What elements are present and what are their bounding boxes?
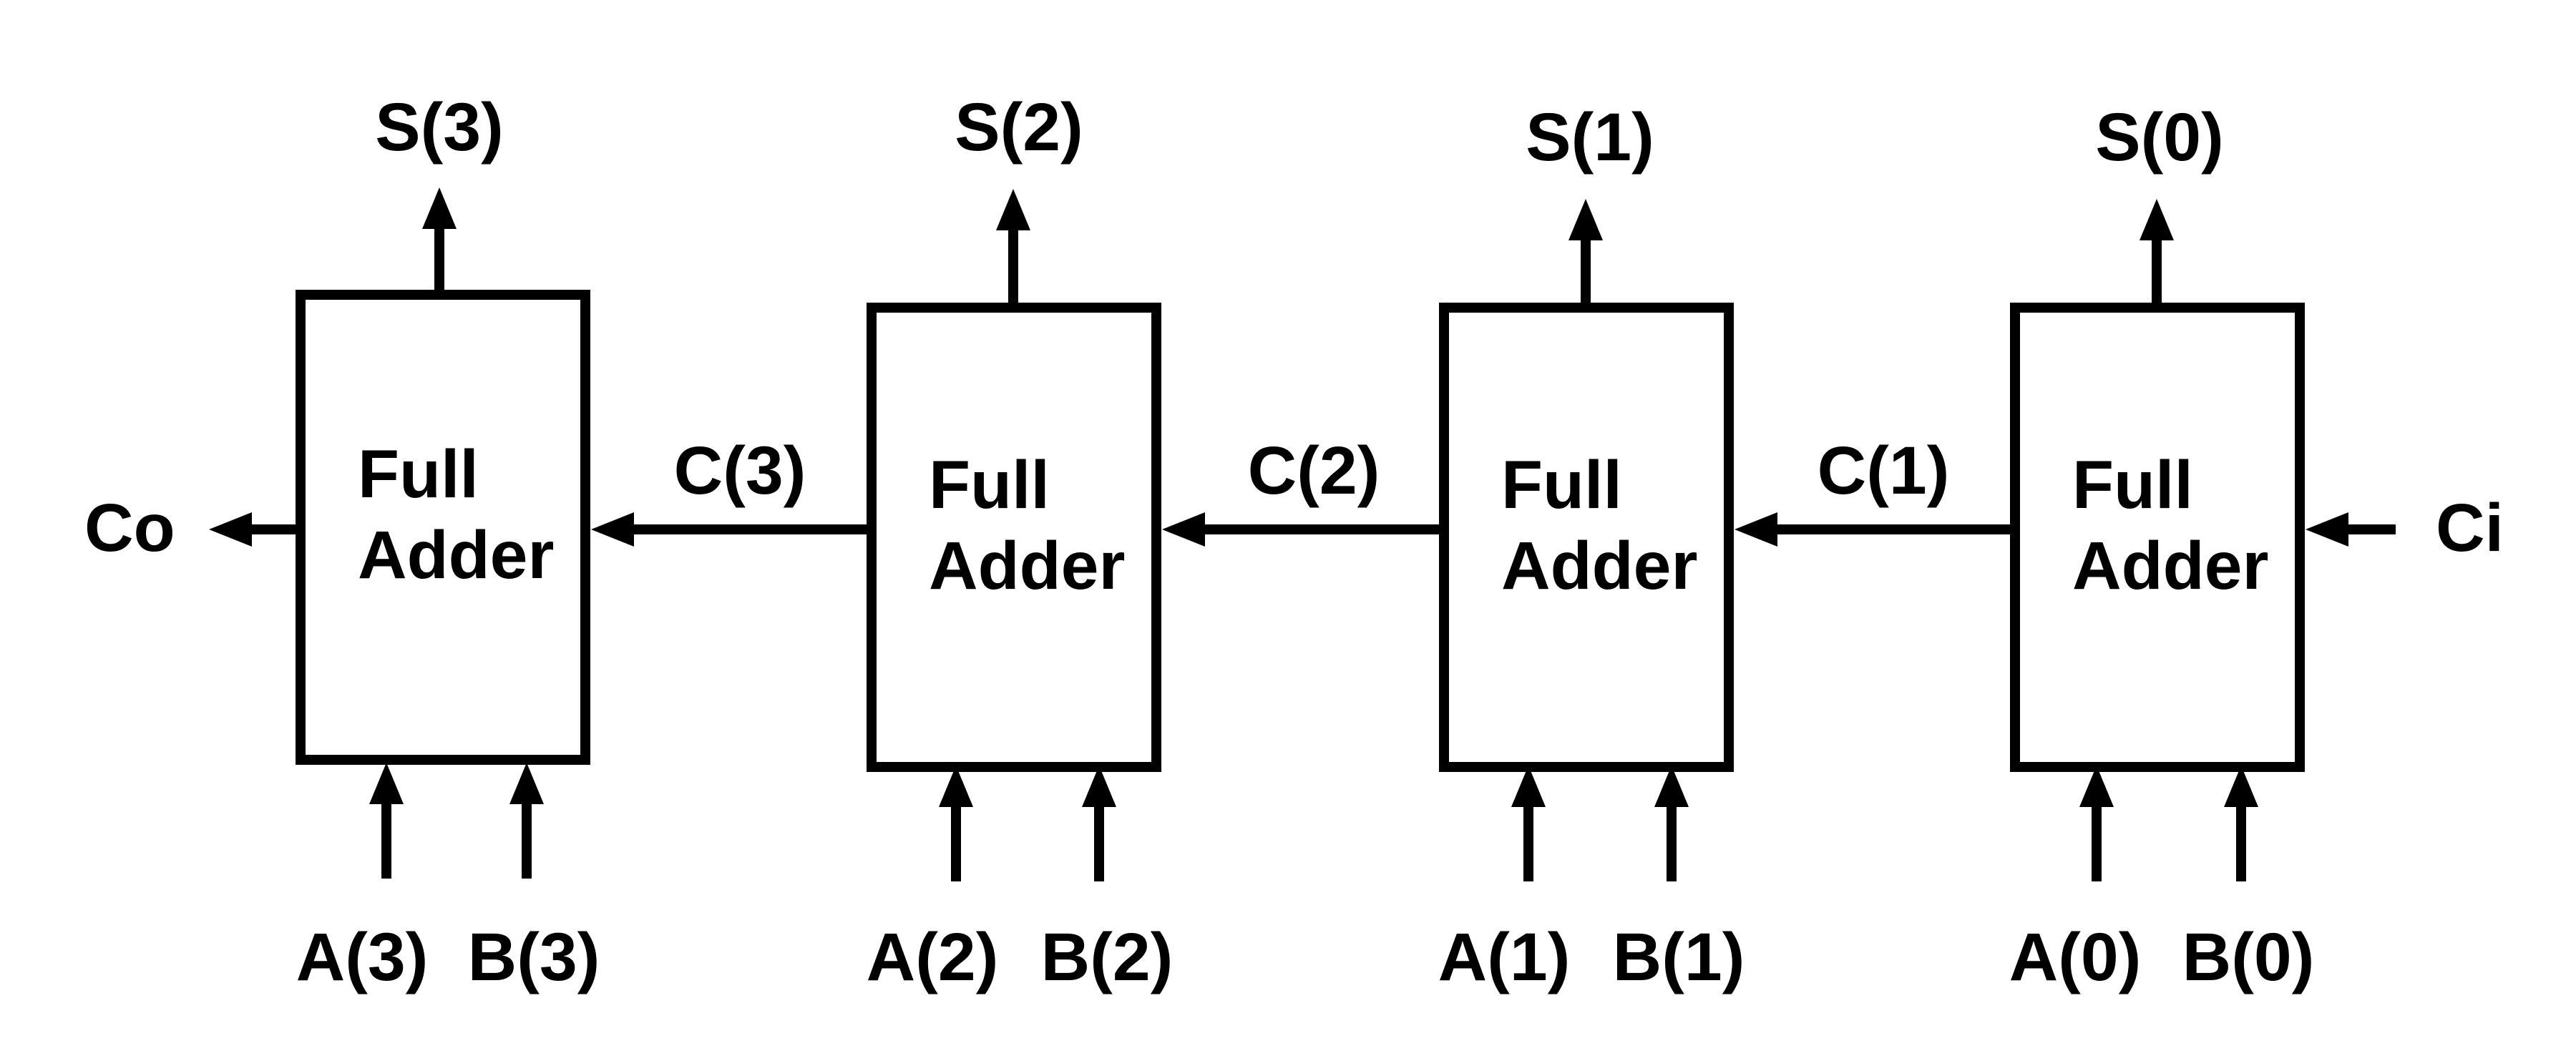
carry-c3: C(3) [591,433,872,547]
sum-label: S(2) [955,89,1083,165]
full-adder-box [1439,303,1734,772]
b-input-label: B(0) [2182,919,2315,995]
sum-arrowhead [422,187,457,229]
box-label-line1: Full [1501,447,1622,523]
carry-in: Ci [2306,490,2504,566]
a-input-arrowhead [369,763,404,804]
b-input-arrowhead [1082,766,1116,807]
a-input-label: A(0) [2009,919,2142,995]
carry-arrowhead [1735,512,1777,547]
b-input-label: B(1) [1613,919,1745,995]
carry-in-label: Ci [2436,490,2504,566]
carry-out-arrowhead [209,512,252,547]
box-label-line1: Full [2072,447,2193,523]
sum-label: S(0) [2095,99,2223,175]
carry-c2: C(2) [1162,433,1444,547]
carry-c1: C(1) [1735,433,2015,547]
box-label-line1: Full [358,436,479,512]
sum-arrowhead [2140,199,2174,240]
carry-label: C(2) [1248,433,1380,509]
b-input-label: B(2) [1041,919,1174,995]
sum-arrowhead [1568,199,1603,240]
full-adder-stage-1: Full Adder S(1) A(1) B(1) [1438,99,1745,995]
a-input-arrowhead [939,766,973,807]
full-adder-stage-2: Full Adder S(2) A(2) B(2) [867,89,1174,995]
box-label-line2: Adder [929,528,1125,604]
a-input-arrowhead [2079,766,2114,807]
a-input-label: A(3) [296,919,429,995]
carry-label: C(1) [1818,433,1950,509]
box-label-line2: Adder [2072,528,2268,604]
b-input-arrowhead [1654,766,1689,807]
b-input-label: B(3) [468,919,600,995]
carry-in-arrowhead [2306,512,2348,547]
box-label-line2: Adder [1501,528,1697,604]
full-adder-stage-0: Full Adder S(0) A(0) B(0) [2009,99,2315,995]
a-input-arrowhead [1511,766,1546,807]
sum-label: S(3) [375,89,503,165]
b-input-arrowhead [2224,766,2258,807]
carry-out-label: Co [84,490,175,566]
box-label-line2: Adder [358,517,554,593]
full-adder-stage-3: Full Adder S(3) A(3) B(3) [296,89,600,995]
sum-arrowhead [996,189,1030,230]
carry-arrowhead [1162,512,1205,547]
carry-out: Co [84,490,301,566]
carry-arrowhead [591,512,634,547]
b-input-arrowhead [509,763,544,804]
sum-label: S(1) [1526,99,1654,175]
box-label-line1: Full [929,447,1050,523]
carry-label: C(3) [674,433,806,509]
a-input-label: A(1) [1438,919,1571,995]
a-input-label: A(2) [867,919,999,995]
full-adder-box [2010,303,2305,772]
